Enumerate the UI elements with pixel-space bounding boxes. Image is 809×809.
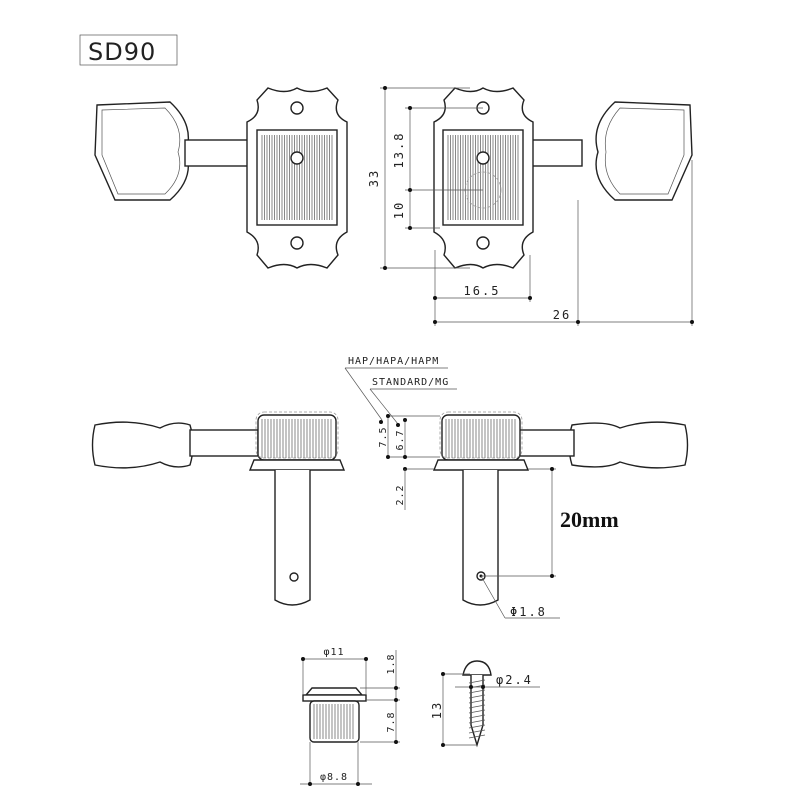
knurled-bushing <box>441 414 521 461</box>
dim-knob-height-standard: 6.7 <box>395 429 406 450</box>
dim-bushing-top-diameter: φ11 <box>323 647 344 658</box>
dim-bushing-body-diameter: φ8.8 <box>320 772 348 783</box>
dim-string-hole: Φ1.8 <box>510 605 547 619</box>
string-hole <box>289 572 299 582</box>
dim-upper-offset: 13.8 <box>392 132 406 169</box>
label-variant-hap: HAP/HAPA/HAPM <box>348 356 439 367</box>
tuner-button <box>94 101 190 201</box>
dim-screw-diameter: φ2.4 <box>496 673 533 687</box>
front-view-dimensions: 33 13.8 10 16.5 26 <box>367 86 694 326</box>
tuner-side-view-left <box>91 411 346 606</box>
dim-overall-width: 26 <box>553 308 571 322</box>
model-title: SD90 <box>88 38 156 66</box>
dim-bushing-flange-height: 1.8 <box>386 653 397 674</box>
tuner-front-view-right <box>433 87 693 269</box>
dim-flange-gap: 2.2 <box>395 484 406 505</box>
tuner-button <box>568 421 689 469</box>
screw-head <box>462 660 492 676</box>
mount-hole-bottom <box>290 236 304 250</box>
model-title-box: SD90 <box>79 34 178 66</box>
flange <box>248 459 346 471</box>
mount-hole-top <box>290 101 304 115</box>
screw-detail: 13 φ2.4 <box>430 660 540 748</box>
tuner-plate <box>433 87 534 269</box>
bushing-detail: φ11 1.8 7.8 φ8.8 <box>300 647 400 786</box>
side-view-dimensions: HAP/HAPA/HAPM STANDARD/MG 7.5 6.7 2.2 20… <box>344 356 619 619</box>
tuner-front-view-left <box>94 87 348 269</box>
gear-screw <box>476 151 490 165</box>
flange <box>432 459 530 471</box>
knurled-bushing <box>257 414 337 461</box>
gear-housing <box>442 129 524 226</box>
shaft <box>184 139 251 167</box>
dim-knob-height-hap: 7.5 <box>378 426 389 447</box>
shaft <box>189 429 259 457</box>
bushing-flange <box>302 694 367 702</box>
tuner-side-view-right <box>432 411 689 606</box>
label-variant-standard: STANDARD/MG <box>372 377 449 388</box>
dim-post-length: 20mm <box>560 507 619 532</box>
gear-screw <box>290 151 304 165</box>
string-post <box>462 470 499 606</box>
dim-bushing-body-height: 7.8 <box>386 711 397 732</box>
dim-plate-width: 16.5 <box>464 284 501 298</box>
tuner-button <box>595 101 693 201</box>
tuner-button <box>91 421 194 469</box>
dim-screw-length: 13 <box>430 701 444 719</box>
shaft <box>526 139 583 167</box>
string-post <box>274 470 311 606</box>
shaft <box>517 429 575 457</box>
dim-lower-offset: 10 <box>392 201 406 219</box>
gear-housing <box>256 129 338 226</box>
mount-hole-bottom <box>476 236 490 250</box>
dim-height: 33 <box>367 169 381 187</box>
